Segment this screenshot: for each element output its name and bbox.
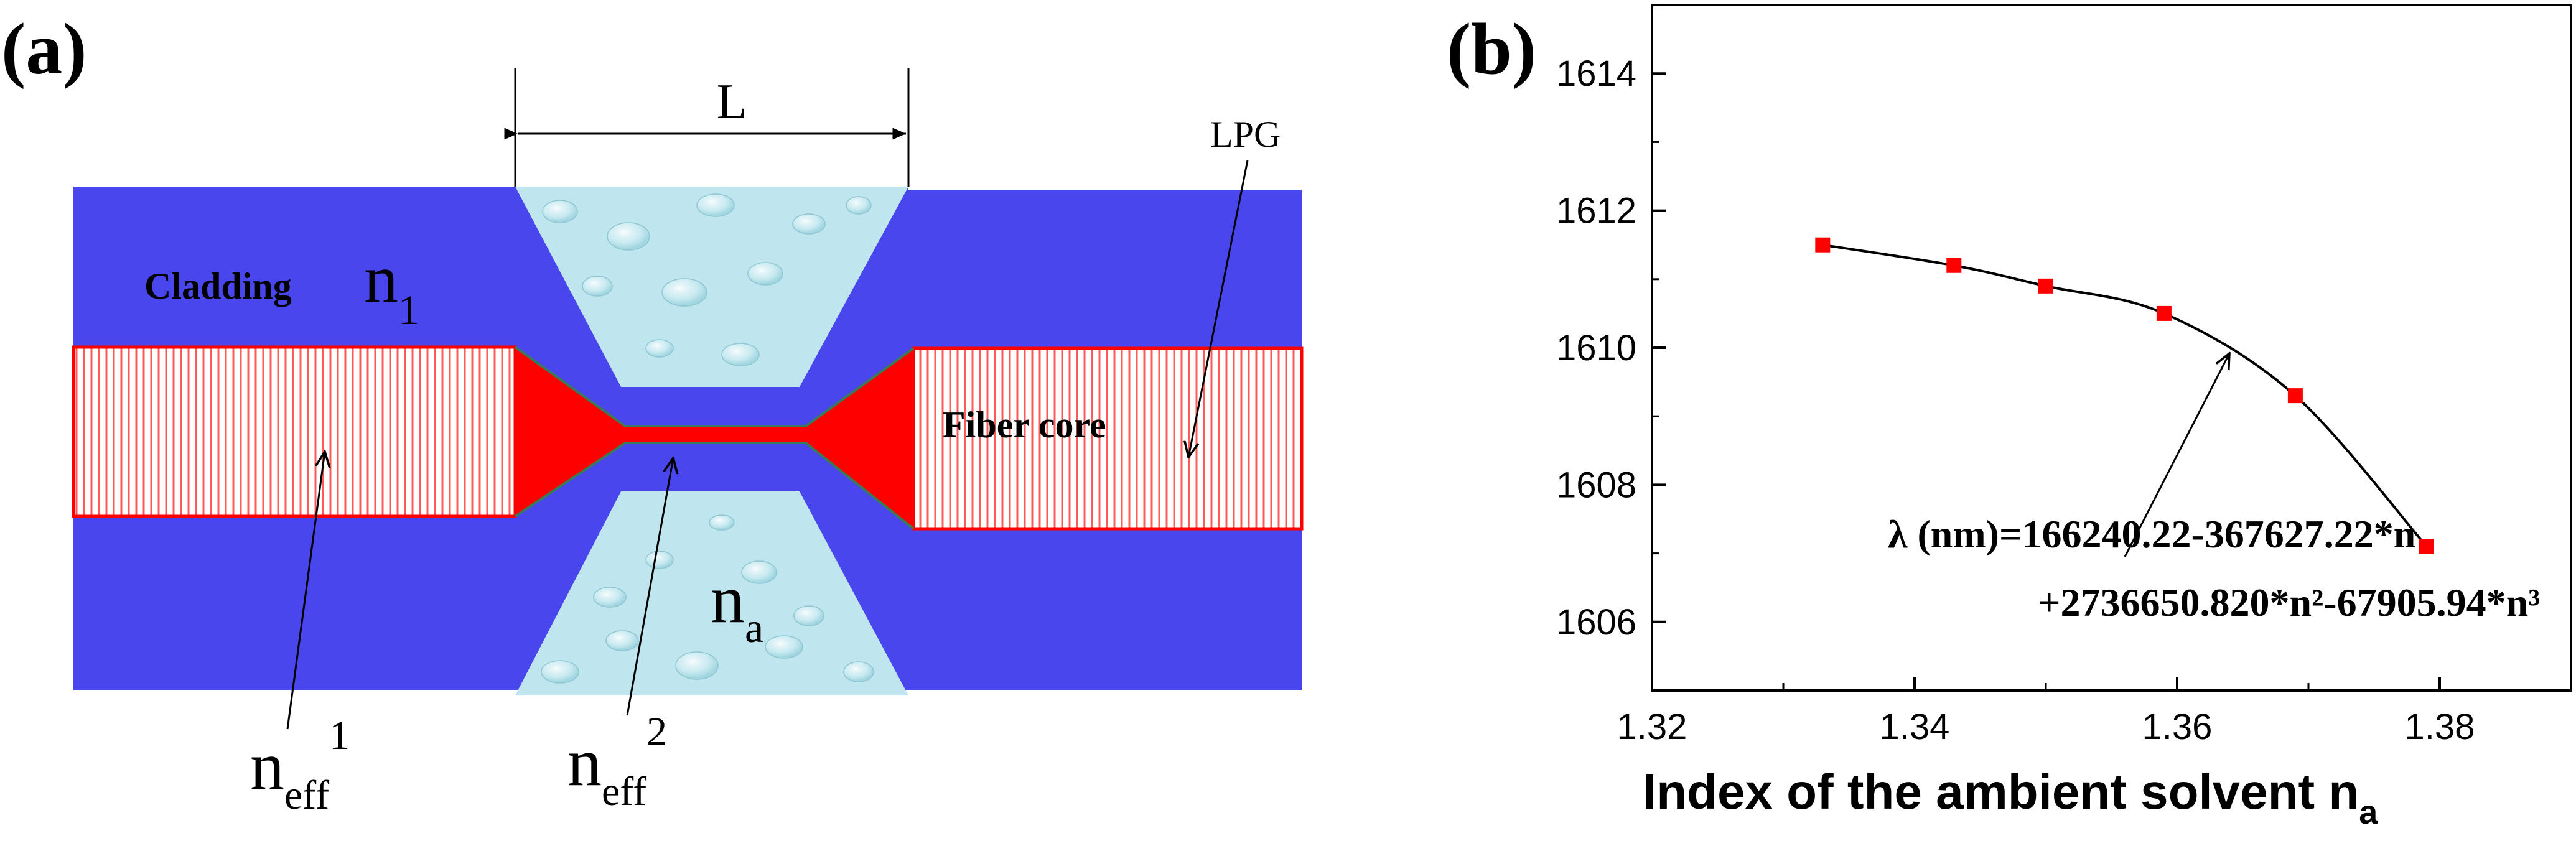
solvent-droplet xyxy=(721,343,760,366)
solvent-droplet xyxy=(675,651,719,680)
solvent-droplet xyxy=(541,660,579,684)
x-tick-label: 1.38 xyxy=(2405,707,2475,747)
fit-curve xyxy=(1822,243,2428,547)
solvent-droplet xyxy=(645,339,674,358)
data-point xyxy=(2038,278,2053,294)
data-points xyxy=(1815,237,2434,554)
x-tick-label: 1.34 xyxy=(1880,707,1950,747)
solvent-droplet xyxy=(747,262,783,286)
solvent-droplet xyxy=(741,560,777,584)
panel-b-label: (b) xyxy=(1447,8,1536,90)
solvent-droplets xyxy=(541,193,874,684)
equation-arrow xyxy=(2124,353,2229,557)
fiber-core-left xyxy=(72,345,517,518)
solvent-droplet xyxy=(607,222,650,251)
data-point xyxy=(2156,305,2172,321)
data-point xyxy=(1815,237,1831,253)
solvent-droplet xyxy=(661,278,707,307)
neff1-arrow xyxy=(286,452,325,730)
y-tick-label: 1612 xyxy=(1556,191,1636,231)
fiber-core-right xyxy=(912,346,1304,531)
neff2-arrow xyxy=(626,458,673,716)
solvent-droplet xyxy=(605,630,639,651)
data-point xyxy=(2419,539,2434,554)
y-tick-label: 1606 xyxy=(1556,602,1636,643)
lpg-arrow xyxy=(1188,160,1249,457)
na-symbol: na xyxy=(711,561,763,651)
solvent-droplet xyxy=(793,605,824,626)
y-tick-label: 1610 xyxy=(1556,328,1636,368)
solvent-droplet xyxy=(542,200,578,223)
data-point xyxy=(1946,258,1962,273)
equation-line-1: λ (nm)=166240.22-367627.22*n xyxy=(1888,512,2415,556)
neff2-symbol: neff2 xyxy=(567,709,667,814)
tapered-core xyxy=(515,347,913,529)
solvent-droplet xyxy=(645,551,674,569)
solvent-droplet xyxy=(792,213,826,235)
panel-a-label: (a) xyxy=(1,8,87,90)
x-axis-label: Index of the ambient solvent na xyxy=(1643,764,2378,831)
neff1-symbol: neff1 xyxy=(250,713,350,818)
lpg-label: LPG xyxy=(1210,114,1281,155)
solvent-droplet xyxy=(765,635,803,659)
x-tick-label: 1.36 xyxy=(2142,707,2213,747)
length-label: L xyxy=(717,75,747,129)
panel-a: (a) L LPG Cladding n1 Fiber core n xyxy=(1,8,1304,818)
solvent-droplet xyxy=(709,514,735,531)
x-tick-label: 1.32 xyxy=(1617,707,1687,747)
solvent-droplet xyxy=(593,587,627,608)
x-axis: 1.32 1.34 1.36 1.38 xyxy=(1617,677,2475,747)
data-point xyxy=(2287,388,2303,404)
solvent-droplet xyxy=(582,276,613,297)
y-tick-label: 1614 xyxy=(1556,53,1636,94)
y-tick-label: 1608 xyxy=(1556,465,1636,505)
n1-symbol: n1 xyxy=(364,241,419,333)
solvent-droplet xyxy=(846,196,872,215)
cladding-label: Cladding xyxy=(144,266,292,307)
equation-line-2: +2736650.820*n²-67905.94*n³ xyxy=(2038,580,2540,625)
solvent-droplet xyxy=(843,661,874,682)
y-axis: 1606 1608 1610 1612 1614 xyxy=(1556,53,1666,643)
fiber-core-label: Fiber core xyxy=(943,404,1106,445)
solvent-droplet xyxy=(696,193,735,217)
